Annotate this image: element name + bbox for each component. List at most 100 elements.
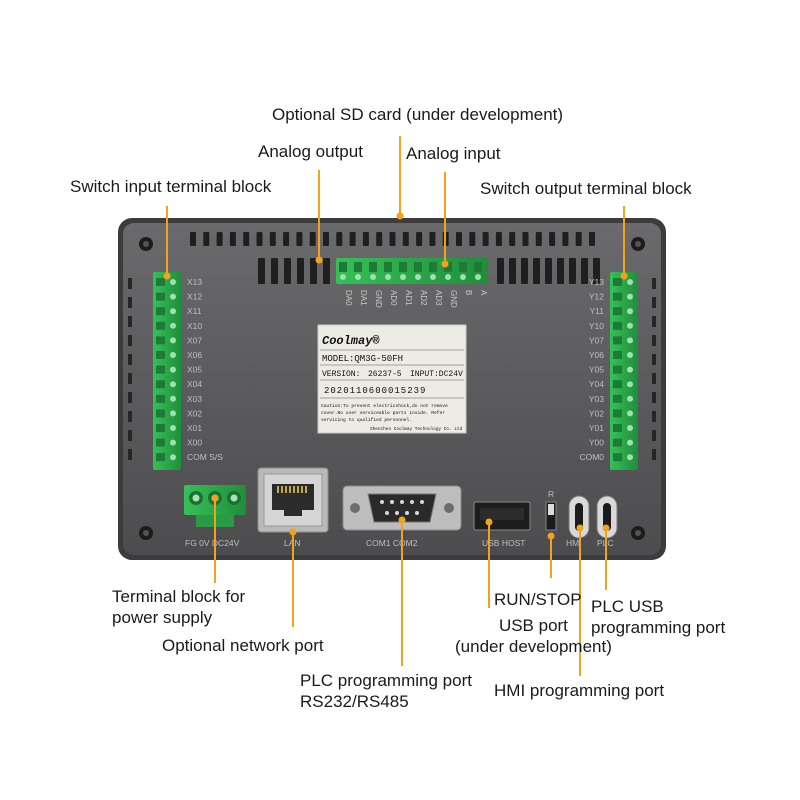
side-vent-slot	[128, 316, 132, 327]
side-vent-slot	[652, 297, 656, 308]
terminal-hole	[370, 274, 376, 280]
vent-slot	[229, 232, 236, 246]
callout-usb-port: USB port(under development)	[455, 616, 612, 656]
terminal-hole	[400, 274, 406, 280]
io-label: X06	[187, 350, 202, 360]
nameplate-serial: 2020110600015239	[324, 386, 426, 396]
io-label: Y10	[589, 321, 604, 331]
terminal-hole	[385, 274, 391, 280]
terminal-screw	[399, 262, 407, 272]
terminal-hole	[340, 274, 346, 280]
side-vent-slot	[652, 411, 656, 422]
vent-slot	[362, 232, 369, 246]
vent-slot	[336, 232, 343, 246]
io-label: X02	[187, 408, 202, 418]
terminal-hole	[627, 439, 633, 446]
input-terminal-block	[153, 272, 181, 470]
terminal-hole	[627, 293, 633, 300]
terminal-screw	[156, 409, 165, 418]
io-label: Y03	[589, 394, 604, 404]
io-label: X04	[187, 379, 202, 389]
vent-slot	[593, 258, 600, 284]
terminal-screw	[474, 262, 482, 272]
analog-terminal-block	[336, 258, 488, 284]
callout-switch-output: Switch output terminal block	[480, 179, 692, 198]
nameplate-model: MODEL:QM3G-50FH	[322, 354, 403, 364]
terminal-hole	[170, 410, 176, 417]
nameplate-input: INPUT:DC24V	[410, 370, 463, 379]
vent-slot	[456, 232, 462, 246]
terminal-hole	[170, 454, 176, 461]
side-vent-slot	[652, 449, 656, 460]
analog-label: GND	[374, 290, 383, 308]
vent-slot	[482, 232, 489, 246]
terminal-screw	[613, 336, 622, 345]
side-vent-slot	[128, 354, 132, 365]
top-vents	[190, 232, 600, 284]
terminal-hole	[627, 425, 633, 431]
vent-slot	[575, 232, 582, 246]
side-vent-slot	[652, 278, 656, 289]
io-label: X13	[187, 277, 202, 287]
vent-slot	[416, 232, 423, 246]
vent-slot	[562, 232, 569, 246]
terminal-hole	[170, 293, 176, 300]
terminal-hole	[430, 274, 436, 280]
terminal-hole	[170, 337, 176, 344]
terminal-hole	[627, 279, 633, 285]
terminal-hole	[170, 395, 176, 402]
terminal-hole	[355, 274, 361, 280]
plc-usb-c-port	[596, 495, 618, 539]
vent-slot	[323, 258, 330, 284]
terminal-hole	[170, 439, 176, 446]
terminal-hole	[627, 454, 633, 461]
callout-analog-output: Analog output	[258, 142, 363, 161]
terminal-screw	[613, 365, 622, 374]
com-port	[342, 485, 462, 531]
analog-label: AD3	[434, 290, 443, 306]
terminal-screw	[613, 321, 622, 330]
analog-label: DA1	[359, 290, 368, 306]
side-vent-slot	[652, 354, 656, 365]
callout-switch-input: Switch input terminal block	[70, 177, 272, 196]
terminal-screw	[156, 292, 165, 301]
vent-slot	[284, 258, 291, 284]
terminal-screw	[156, 278, 165, 286]
power-labels: FG 0V DC24V	[185, 538, 240, 548]
terminal-screw	[613, 351, 622, 359]
terminal-hole	[170, 381, 176, 388]
io-label: X12	[187, 292, 202, 302]
vent-slot	[190, 232, 196, 246]
terminal-screw	[156, 351, 165, 359]
terminal-screw	[156, 380, 165, 389]
side-vent-slot	[652, 335, 656, 346]
vent-slot	[569, 258, 576, 284]
terminal-hole	[627, 410, 633, 417]
terminal-screw	[156, 321, 165, 330]
side-vent-slot	[652, 316, 656, 327]
callout-analog-input: Analog input	[406, 144, 501, 163]
hmi-label: HMI	[566, 538, 582, 548]
side-vent-slot	[128, 430, 132, 441]
io-label: COM0	[579, 452, 604, 462]
callout-network-port: Optional network port	[162, 636, 324, 655]
io-label: X03	[187, 394, 202, 404]
terminal-screw	[156, 365, 165, 374]
lan-port	[257, 467, 329, 533]
terminal-hole	[170, 322, 176, 329]
side-vent-slot	[128, 278, 132, 289]
vent-slot	[495, 232, 502, 246]
terminal-hole	[445, 274, 451, 280]
vent-slot	[349, 232, 356, 246]
io-label: Y06	[589, 350, 604, 360]
vent-slot	[296, 232, 303, 246]
vent-slot	[203, 232, 210, 246]
vent-slot	[429, 232, 436, 246]
vent-slot	[376, 232, 383, 246]
terminal-screw	[414, 262, 422, 272]
side-vent-slot	[128, 335, 132, 346]
